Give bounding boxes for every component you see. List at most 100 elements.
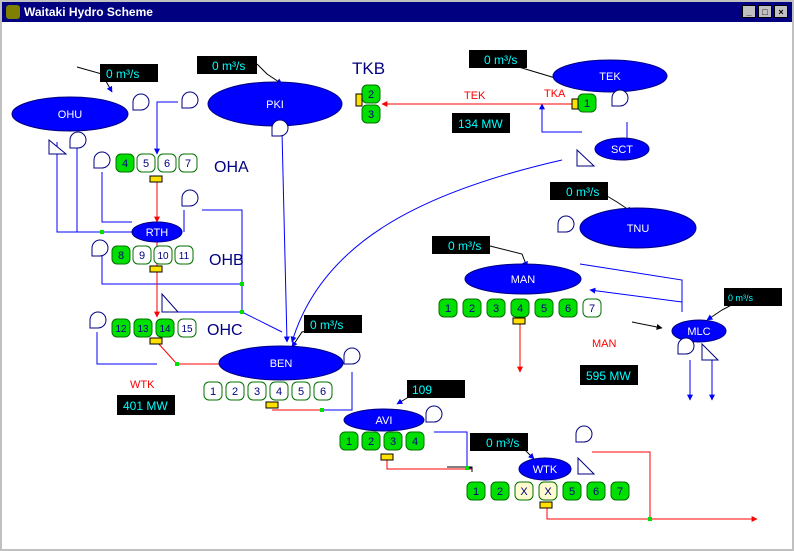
flow-box-wtk xyxy=(470,433,528,451)
spillway-tek-icon[interactable] xyxy=(576,148,596,167)
unit-oha-3[interactable]: 6 xyxy=(157,153,177,173)
unit-ben-3[interactable]: 3 xyxy=(247,381,267,401)
unit-wtk-1[interactable]: 1 xyxy=(466,481,486,501)
unit-label: 3 xyxy=(368,109,374,121)
close-button[interactable]: × xyxy=(774,5,788,18)
unit-ohb-2[interactable]: 9 xyxy=(132,245,152,265)
unit-man-5[interactable]: 5 xyxy=(534,298,554,318)
unit-avi-1[interactable]: 1 xyxy=(339,431,359,451)
gate-ben-icon[interactable] xyxy=(343,347,361,365)
reservoir-label-avi: AVI xyxy=(376,415,393,427)
unit-man-2[interactable]: 2 xyxy=(462,298,482,318)
station-label-tka: TKA xyxy=(544,88,566,100)
gate-ohu-icon[interactable] xyxy=(132,93,150,111)
unit-man-7[interactable]: 7 xyxy=(582,298,602,318)
spillway-wtk-icon[interactable] xyxy=(577,456,596,475)
unit-oha-4[interactable]: 7 xyxy=(178,153,198,173)
unit-label: 9 xyxy=(139,250,145,262)
gate-tnu-icon[interactable] xyxy=(557,215,575,233)
penstock-gate-man[interactable] xyxy=(512,317,526,325)
penstock-gate-ohb[interactable] xyxy=(149,265,163,273)
unit-label: 1 xyxy=(445,303,451,315)
gate-wtk-icon[interactable] xyxy=(575,425,593,443)
gate-avi-icon[interactable] xyxy=(425,405,443,423)
unit-ben-1[interactable]: 1 xyxy=(203,381,223,401)
station-label-tkb: TKB xyxy=(352,59,385,78)
gate-ohc-icon[interactable] xyxy=(89,311,107,329)
flow-value-tnu: 0 m³/s xyxy=(566,185,599,199)
reservoir-mlc[interactable] xyxy=(671,319,727,343)
unit-ohb-4[interactable]: 11 xyxy=(174,245,194,265)
title-bar[interactable]: Waitaki Hydro Scheme _ □ × xyxy=(2,2,792,22)
gate-pki-icon[interactable] xyxy=(181,91,199,109)
reservoir-sct[interactable] xyxy=(594,137,650,161)
unit-oha-2[interactable]: 5 xyxy=(136,153,156,173)
gate-mlc-icon[interactable] xyxy=(677,337,695,355)
unit-ben-6[interactable]: 6 xyxy=(313,381,333,401)
flow-box-mlc xyxy=(724,288,782,306)
unit-avi-2[interactable]: 2 xyxy=(361,431,381,451)
unit-wtk-2[interactable]: 2 xyxy=(490,481,510,501)
unit-ben-4[interactable]: 4 xyxy=(269,381,289,401)
unit-ohc-1[interactable]: 12 xyxy=(111,318,131,338)
unit-label: 2 xyxy=(232,386,238,398)
gate-tek-icon[interactable] xyxy=(611,89,629,107)
gate-rth-icon[interactable] xyxy=(181,189,199,207)
penstock-gate-avi[interactable] xyxy=(380,453,394,461)
unit-ohb-3[interactable]: 10 xyxy=(153,245,173,265)
unit-oha-1[interactable]: 4 xyxy=(115,153,135,173)
unit-tkb-2[interactable]: 3 xyxy=(361,104,381,124)
gate-oha-icon[interactable] xyxy=(93,151,111,169)
unit-tka-1[interactable]: 1 xyxy=(577,93,597,113)
reservoir-avi[interactable] xyxy=(343,408,425,432)
unit-ohc-2[interactable]: 13 xyxy=(133,318,153,338)
spillway-ohu-icon[interactable] xyxy=(48,138,68,155)
unit-man-6[interactable]: 6 xyxy=(558,298,578,318)
minimize-button[interactable]: _ xyxy=(742,5,756,18)
unit-wtk-3[interactable]: X xyxy=(514,481,534,501)
unit-wtk-4[interactable]: X xyxy=(538,481,558,501)
unit-ohb-1[interactable]: 8 xyxy=(111,245,131,265)
unit-man-4[interactable]: 4 xyxy=(510,298,530,318)
unit-wtk-5[interactable]: 5 xyxy=(562,481,582,501)
penstock-gate-tkb[interactable] xyxy=(355,93,363,107)
reservoir-tnu[interactable] xyxy=(579,207,697,249)
reservoir-man[interactable] xyxy=(464,263,582,295)
reservoir-tek[interactable] xyxy=(552,59,668,93)
penstock-gate-wtk[interactable] xyxy=(539,501,553,509)
gate-pki-bottom-icon[interactable] xyxy=(271,119,289,137)
reservoir-ben[interactable] xyxy=(218,345,344,381)
unit-wtk-7[interactable]: 7 xyxy=(610,481,630,501)
unit-ben-5[interactable]: 5 xyxy=(291,381,311,401)
unit-ben-2[interactable]: 2 xyxy=(225,381,245,401)
penstock-gate-oha[interactable] xyxy=(149,175,163,183)
penstock-gate-ben[interactable] xyxy=(265,401,279,409)
mw-value-tek: 134 MW xyxy=(458,117,503,131)
gate-ohb-icon[interactable] xyxy=(91,239,109,257)
unit-label: 7 xyxy=(185,158,191,170)
flow-value-ohu: 0 m³/s xyxy=(106,67,139,81)
unit-label: 2 xyxy=(497,486,503,498)
unit-wtk-6[interactable]: 6 xyxy=(586,481,606,501)
unit-man-3[interactable]: 3 xyxy=(486,298,506,318)
unit-ohc-3[interactable]: 14 xyxy=(155,318,175,338)
spillway-ohc-icon[interactable] xyxy=(161,292,180,313)
unit-label: 7 xyxy=(589,303,595,315)
gate-ohu-spill-icon[interactable] xyxy=(69,131,87,149)
unit-label: 1 xyxy=(210,386,216,398)
unit-tkb-1[interactable]: 2 xyxy=(361,84,381,104)
unit-ohc-4[interactable]: 15 xyxy=(177,318,197,338)
reservoir-rth[interactable] xyxy=(131,221,183,243)
unit-man-1[interactable]: 1 xyxy=(438,298,458,318)
flow-box-ohu xyxy=(100,64,158,82)
reservoir-wtk[interactable] xyxy=(518,457,572,481)
spillway-mlc-icon[interactable] xyxy=(701,342,720,361)
unit-avi-4[interactable]: 4 xyxy=(405,431,425,451)
penstock-gate-ohc[interactable] xyxy=(149,337,163,345)
unit-label: 4 xyxy=(276,386,282,398)
penstock-gate-tka[interactable] xyxy=(571,98,579,110)
flow-value-avi: 109 xyxy=(412,383,432,397)
reservoir-ohu[interactable] xyxy=(11,96,129,132)
unit-avi-3[interactable]: 3 xyxy=(383,431,403,451)
maximize-button[interactable]: □ xyxy=(758,5,772,18)
